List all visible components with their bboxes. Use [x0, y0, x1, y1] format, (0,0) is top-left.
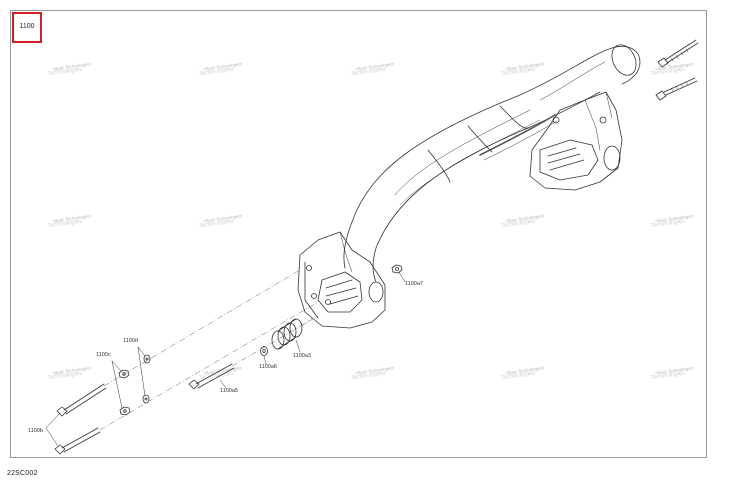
center-line — [99, 301, 319, 431]
center-line — [231, 315, 319, 367]
bumper-tube-assembly — [343, 44, 641, 283]
reference-number-text: 1100 — [19, 23, 35, 30]
long-bolt-b — [45, 383, 107, 455]
hex-nut-c — [111, 360, 131, 416]
callout-1100a5: 1100a5 — [220, 388, 238, 394]
bolt-a5 — [188, 363, 235, 390]
spring-a3 — [271, 318, 303, 353]
callout-1100a7: 1100a7 — [405, 281, 423, 287]
diagram-frame — [10, 10, 707, 458]
figure-code: 22SC002 — [7, 470, 38, 477]
callout-1100b: 1100b — [28, 428, 43, 434]
center-line — [301, 317, 313, 327]
right-mount-bracket — [529, 91, 623, 191]
callout-1100a3: 1100a3 — [293, 353, 311, 359]
nut-a7 — [391, 264, 406, 283]
callout-1100d: 1100d — [123, 338, 138, 344]
washer-a6 — [260, 346, 268, 365]
left-mount-bracket — [297, 231, 386, 329]
center-line — [103, 269, 301, 387]
diagram-reference-number: 1100 — [12, 12, 42, 43]
top-right-bolts — [655, 39, 699, 101]
callout-1100a6: 1100a6 — [259, 364, 277, 370]
washer-d — [137, 346, 151, 404]
callout-1100c: 1100c — [96, 352, 111, 358]
